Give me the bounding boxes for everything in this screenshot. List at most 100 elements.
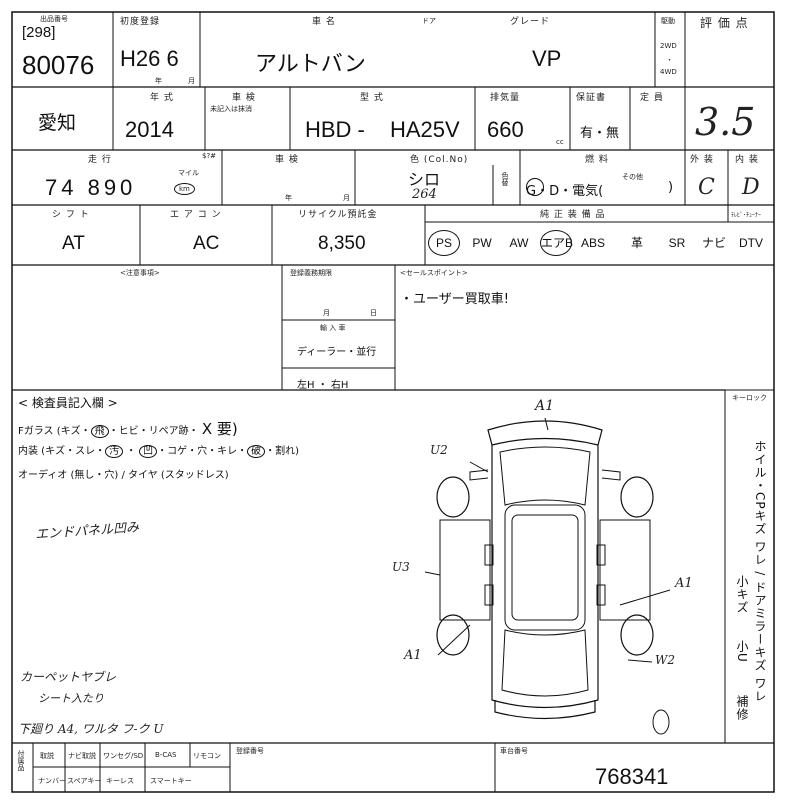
check-manual: 取説 [40, 752, 54, 760]
registration-month-label: 月 [323, 309, 330, 317]
option-aw: AW [509, 236, 529, 250]
check-spare-key: スペアキー [67, 777, 102, 785]
glass-line: Fガラス (キズ・飛・ヒビ・リペア跡・ X 要) [18, 418, 238, 439]
check-keyless: キーレス [106, 777, 134, 785]
fuel-other-label: その他 [622, 173, 643, 181]
model-name: アルトバン [255, 51, 366, 76]
check-smart-key: スマートキー [150, 777, 192, 785]
import-dealer: ディーラー・並行 [297, 347, 377, 358]
option-leather: 革 [630, 236, 643, 250]
shift-label: シ フ ト [52, 210, 90, 220]
side-note-wheel: ホイル・CPキズ ワレ / ドアミラーキズ ワレ [753, 440, 767, 703]
score-value: 3.5 [695, 100, 756, 144]
ac-label: エ ア コ ン [170, 210, 222, 220]
mark-front-a1: A1 [535, 398, 555, 414]
chassis-number: 768341 [595, 764, 669, 789]
glass-text: Fガラス (キズ・ [18, 426, 91, 437]
dealer-year-label: 年 [285, 194, 292, 202]
warranty: 有・無 [580, 126, 620, 141]
fuel-close: ) [668, 180, 674, 195]
region: 愛知 [38, 113, 77, 134]
chassis-number-label: 車台番号 [500, 747, 528, 755]
recycle-label: リサイクル預託金 [298, 210, 378, 220]
interior-line: 内装 (キズ・スレ・汚・凹・コゲ・穴・キレ・破・割れ) [18, 445, 299, 458]
ac-value: AC [193, 233, 220, 254]
registration-deadline-label: 登録義務期限 [290, 269, 332, 277]
displacement-label: 排気量 [490, 93, 521, 103]
option-abs: ABS [580, 236, 605, 250]
check-remote: リモコン [193, 752, 221, 760]
lot-number: 80076 [22, 50, 95, 80]
mile-label: マイル [178, 169, 199, 177]
model-label: 車 名 [312, 17, 336, 27]
audio-tire-line: オーディオ (無し・穴) / タイヤ (スタッドレス) [18, 470, 229, 481]
warranty-label: 保証書 [576, 93, 607, 103]
interior-end: ・割れ) [265, 446, 299, 457]
mark-u2: U2 [430, 443, 448, 457]
color-change-label: 色替 [501, 172, 509, 186]
year-model: 2014 [125, 117, 174, 142]
drive-dot: ・ [666, 56, 673, 64]
type-label: 型 式 [360, 93, 384, 103]
interior-circled-1: 汚 [105, 445, 124, 458]
registration-number-label: 登録番号 [236, 747, 264, 755]
sales-point: ・ユーザー買取車! [400, 292, 509, 307]
first-reg-label: 初度登録 [120, 17, 161, 27]
type-code: HA25V [390, 117, 460, 142]
first-reg: H26 6 [120, 46, 179, 71]
option-pw: PW [472, 236, 492, 250]
displacement: 660 [487, 117, 524, 142]
drive-4wd: 4WD [660, 68, 677, 76]
mileage: 74 890 [45, 175, 137, 200]
options-list: PS PW AW エアB ABS 革 SR ナビ DTV [428, 230, 772, 258]
option-sr: SR [668, 236, 686, 250]
interior-grade: D [742, 175, 760, 200]
check-oneseg: ワンセグ/SD [103, 752, 144, 760]
glass-circled: 飛 [90, 425, 109, 438]
type-prefix: HBD - [305, 117, 365, 142]
mark-u3: U3 [392, 560, 410, 574]
check-number: ナンバー [38, 777, 66, 785]
fuel-gas-circle [526, 178, 544, 196]
glass-rest: ・ヒビ・リペア跡・ [108, 426, 199, 437]
dealer-label: 車 検 [275, 155, 299, 165]
exterior-grade: C [698, 175, 715, 200]
import-label: 輸 入 車 [320, 324, 346, 332]
capacity-label: 定 員 [640, 93, 664, 103]
glass-mark: X 要) [201, 420, 238, 438]
year-model-label: 年 式 [150, 93, 174, 103]
color-code: 264 [412, 187, 437, 202]
drive-label: 駆動 [661, 17, 675, 25]
color-label: 色 (Col.No) [410, 155, 469, 165]
door-label: ドア [422, 17, 436, 25]
registration-day-label: 日 [370, 309, 377, 317]
fuel-types: G・D・電気( [526, 184, 604, 199]
side-note-small-scratch: 小キズ [735, 575, 749, 614]
dealer-month-label: 月 [343, 194, 350, 202]
interior-text: 内装 (キズ・スレ・ [18, 446, 106, 457]
options-label: 純 正 装 備 品 [540, 210, 606, 220]
mark-right-a1: A1 [675, 576, 693, 591]
lot-code: [298] [22, 24, 56, 41]
hand-note-carpet: カーペットヤブレ [20, 670, 117, 684]
mark-w2: W2 [655, 653, 675, 667]
history-label: $?# [202, 152, 217, 160]
lot-label: 出品番号 [40, 15, 68, 23]
hand-note-undercarriage: 下廻り A4, ワルタ フ-ク U [18, 722, 164, 736]
accessories-label: 付属品 [17, 750, 25, 771]
check-navi-manual: ナビ取説 [68, 752, 96, 760]
first-reg-month-label: 月 [188, 77, 195, 85]
hand-note-seat: シート入たり [38, 692, 104, 705]
grade-label: グレード [510, 17, 551, 27]
inspector-title: < 検査員記入欄 > [18, 396, 118, 410]
interior-label: 内 装 [735, 155, 759, 165]
mileage-label: 走 行 [88, 155, 112, 165]
side-note-small-u: 小U [735, 640, 749, 663]
inspection-label: 車 検 [232, 93, 256, 103]
cc-label: cc [556, 138, 564, 146]
option-airbag: エアB [540, 230, 573, 256]
inspection-sub: 未記入は抹消 [210, 105, 252, 113]
